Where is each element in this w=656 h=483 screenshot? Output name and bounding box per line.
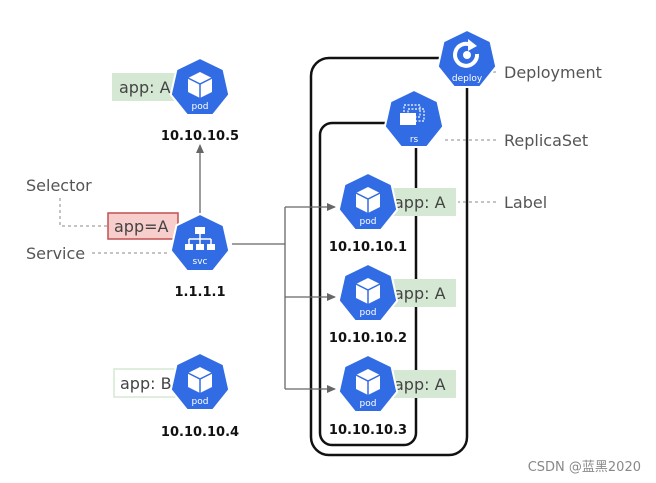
pod1-icon: pod xyxy=(337,171,399,231)
pod1-ip: 10.10.10.1 xyxy=(329,240,407,255)
rs-icon: rs xyxy=(383,88,445,148)
watermark: CSDN @蓝黑2020 xyxy=(528,460,641,475)
svc-ip: 1.1.1.1 xyxy=(175,285,226,300)
pod5-icon: pod xyxy=(169,56,231,116)
selector-annotation: Selector xyxy=(26,176,92,195)
label-tag-pod5-text: app: A xyxy=(119,78,171,97)
pod3-icon-text: pod xyxy=(360,399,377,409)
label-tag-pod2-text: app: A xyxy=(394,284,446,303)
pod1-icon-text: pod xyxy=(360,217,377,227)
pod4-ip: 10.10.10.4 xyxy=(161,425,239,440)
label-annotation: Label xyxy=(504,193,547,212)
pod5-icon-text: pod xyxy=(192,102,209,112)
pod2-icon: pod xyxy=(337,262,399,322)
pod2-ip: 10.10.10.2 xyxy=(329,331,407,346)
pod3-icon: pod xyxy=(337,353,399,413)
label-tag-pod5: app: A xyxy=(112,73,182,101)
service-annotation: Service xyxy=(26,244,85,263)
deployment-annotation: Deployment xyxy=(504,63,602,82)
pod4-icon: pod xyxy=(169,351,231,411)
svc-icon: svc xyxy=(169,212,231,272)
label-tag-pod3-text: app: A xyxy=(394,375,446,394)
label-tag-pod4-text: app: B xyxy=(120,374,172,393)
service-connectors xyxy=(196,144,336,393)
deploy-icon-text: deploy xyxy=(452,74,483,84)
pod4-icon-text: pod xyxy=(192,397,209,407)
selector-tag: app=A xyxy=(107,212,179,240)
pod2-icon-text: pod xyxy=(360,308,377,318)
rs-icon-text: rs xyxy=(410,135,419,145)
pod3-ip: 10.10.10.3 xyxy=(329,423,407,438)
deploy-icon: deploy xyxy=(436,28,498,88)
replicaset-annotation: ReplicaSet xyxy=(504,131,588,150)
pod5-ip: 10.10.10.5 xyxy=(161,129,239,144)
deployment-frame xyxy=(309,56,469,457)
label-tag-pod1-text: app: A xyxy=(394,193,446,212)
selector-tag-text: app=A xyxy=(114,217,169,236)
svc-icon-text: svc xyxy=(193,257,208,267)
